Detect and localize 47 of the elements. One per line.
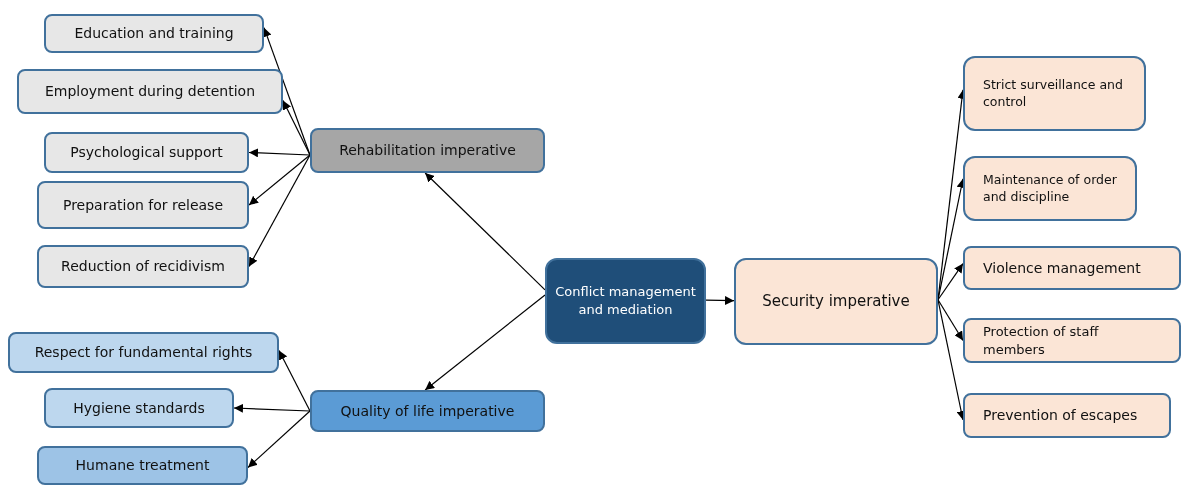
arrow [278, 349, 311, 412]
box-label: Violence management [983, 258, 1141, 278]
process-box [37, 181, 249, 229]
arrow [282, 99, 311, 156]
process-box [963, 156, 1137, 221]
box-label: Conflict management and mediation [554, 283, 697, 319]
process-box [310, 128, 545, 173]
process-box [44, 388, 234, 428]
process-box [545, 258, 706, 344]
process-box [37, 446, 248, 485]
process-box [17, 69, 283, 114]
box-label: Prevention of escapes [983, 406, 1138, 425]
arrow [248, 154, 311, 268]
arrow [233, 403, 311, 413]
process-box [963, 393, 1171, 438]
box-label: Quality of life imperative [340, 401, 515, 421]
arrow [705, 295, 735, 305]
box-label: Preparation for release [62, 195, 224, 215]
box-label: Security imperative [762, 291, 910, 312]
process-box [37, 245, 249, 288]
box-label: Rehabilitation imperative [339, 141, 516, 160]
box-label: Psychological support [70, 143, 223, 162]
box-label: Protection of staff members [983, 322, 1100, 359]
box-label: Employment during detention [44, 82, 256, 101]
arrow [262, 27, 311, 156]
process-box [310, 390, 545, 432]
arrow [424, 294, 546, 391]
box-label: Education and training [74, 24, 234, 43]
box-label: Maintenance of order and discipline [983, 171, 1117, 206]
arrow [937, 299, 964, 342]
arrow [248, 154, 311, 206]
process-box [963, 246, 1181, 290]
box-label: Hygiene standards [73, 398, 205, 418]
box-label: Humane treatment [75, 456, 210, 475]
process-box [8, 332, 279, 373]
process-box [44, 14, 264, 53]
arrow [248, 148, 311, 158]
box-label: Strict surveillance and control [983, 76, 1124, 111]
process-box [963, 56, 1146, 131]
arrow [247, 410, 311, 469]
process-box [734, 258, 938, 345]
arrow [937, 263, 964, 301]
arrow [424, 172, 546, 291]
process-box [44, 132, 249, 173]
process-box [963, 318, 1181, 363]
box-label: Respect for fundamental rights [34, 343, 253, 362]
box-label: Reduction of recidivism [61, 257, 225, 276]
